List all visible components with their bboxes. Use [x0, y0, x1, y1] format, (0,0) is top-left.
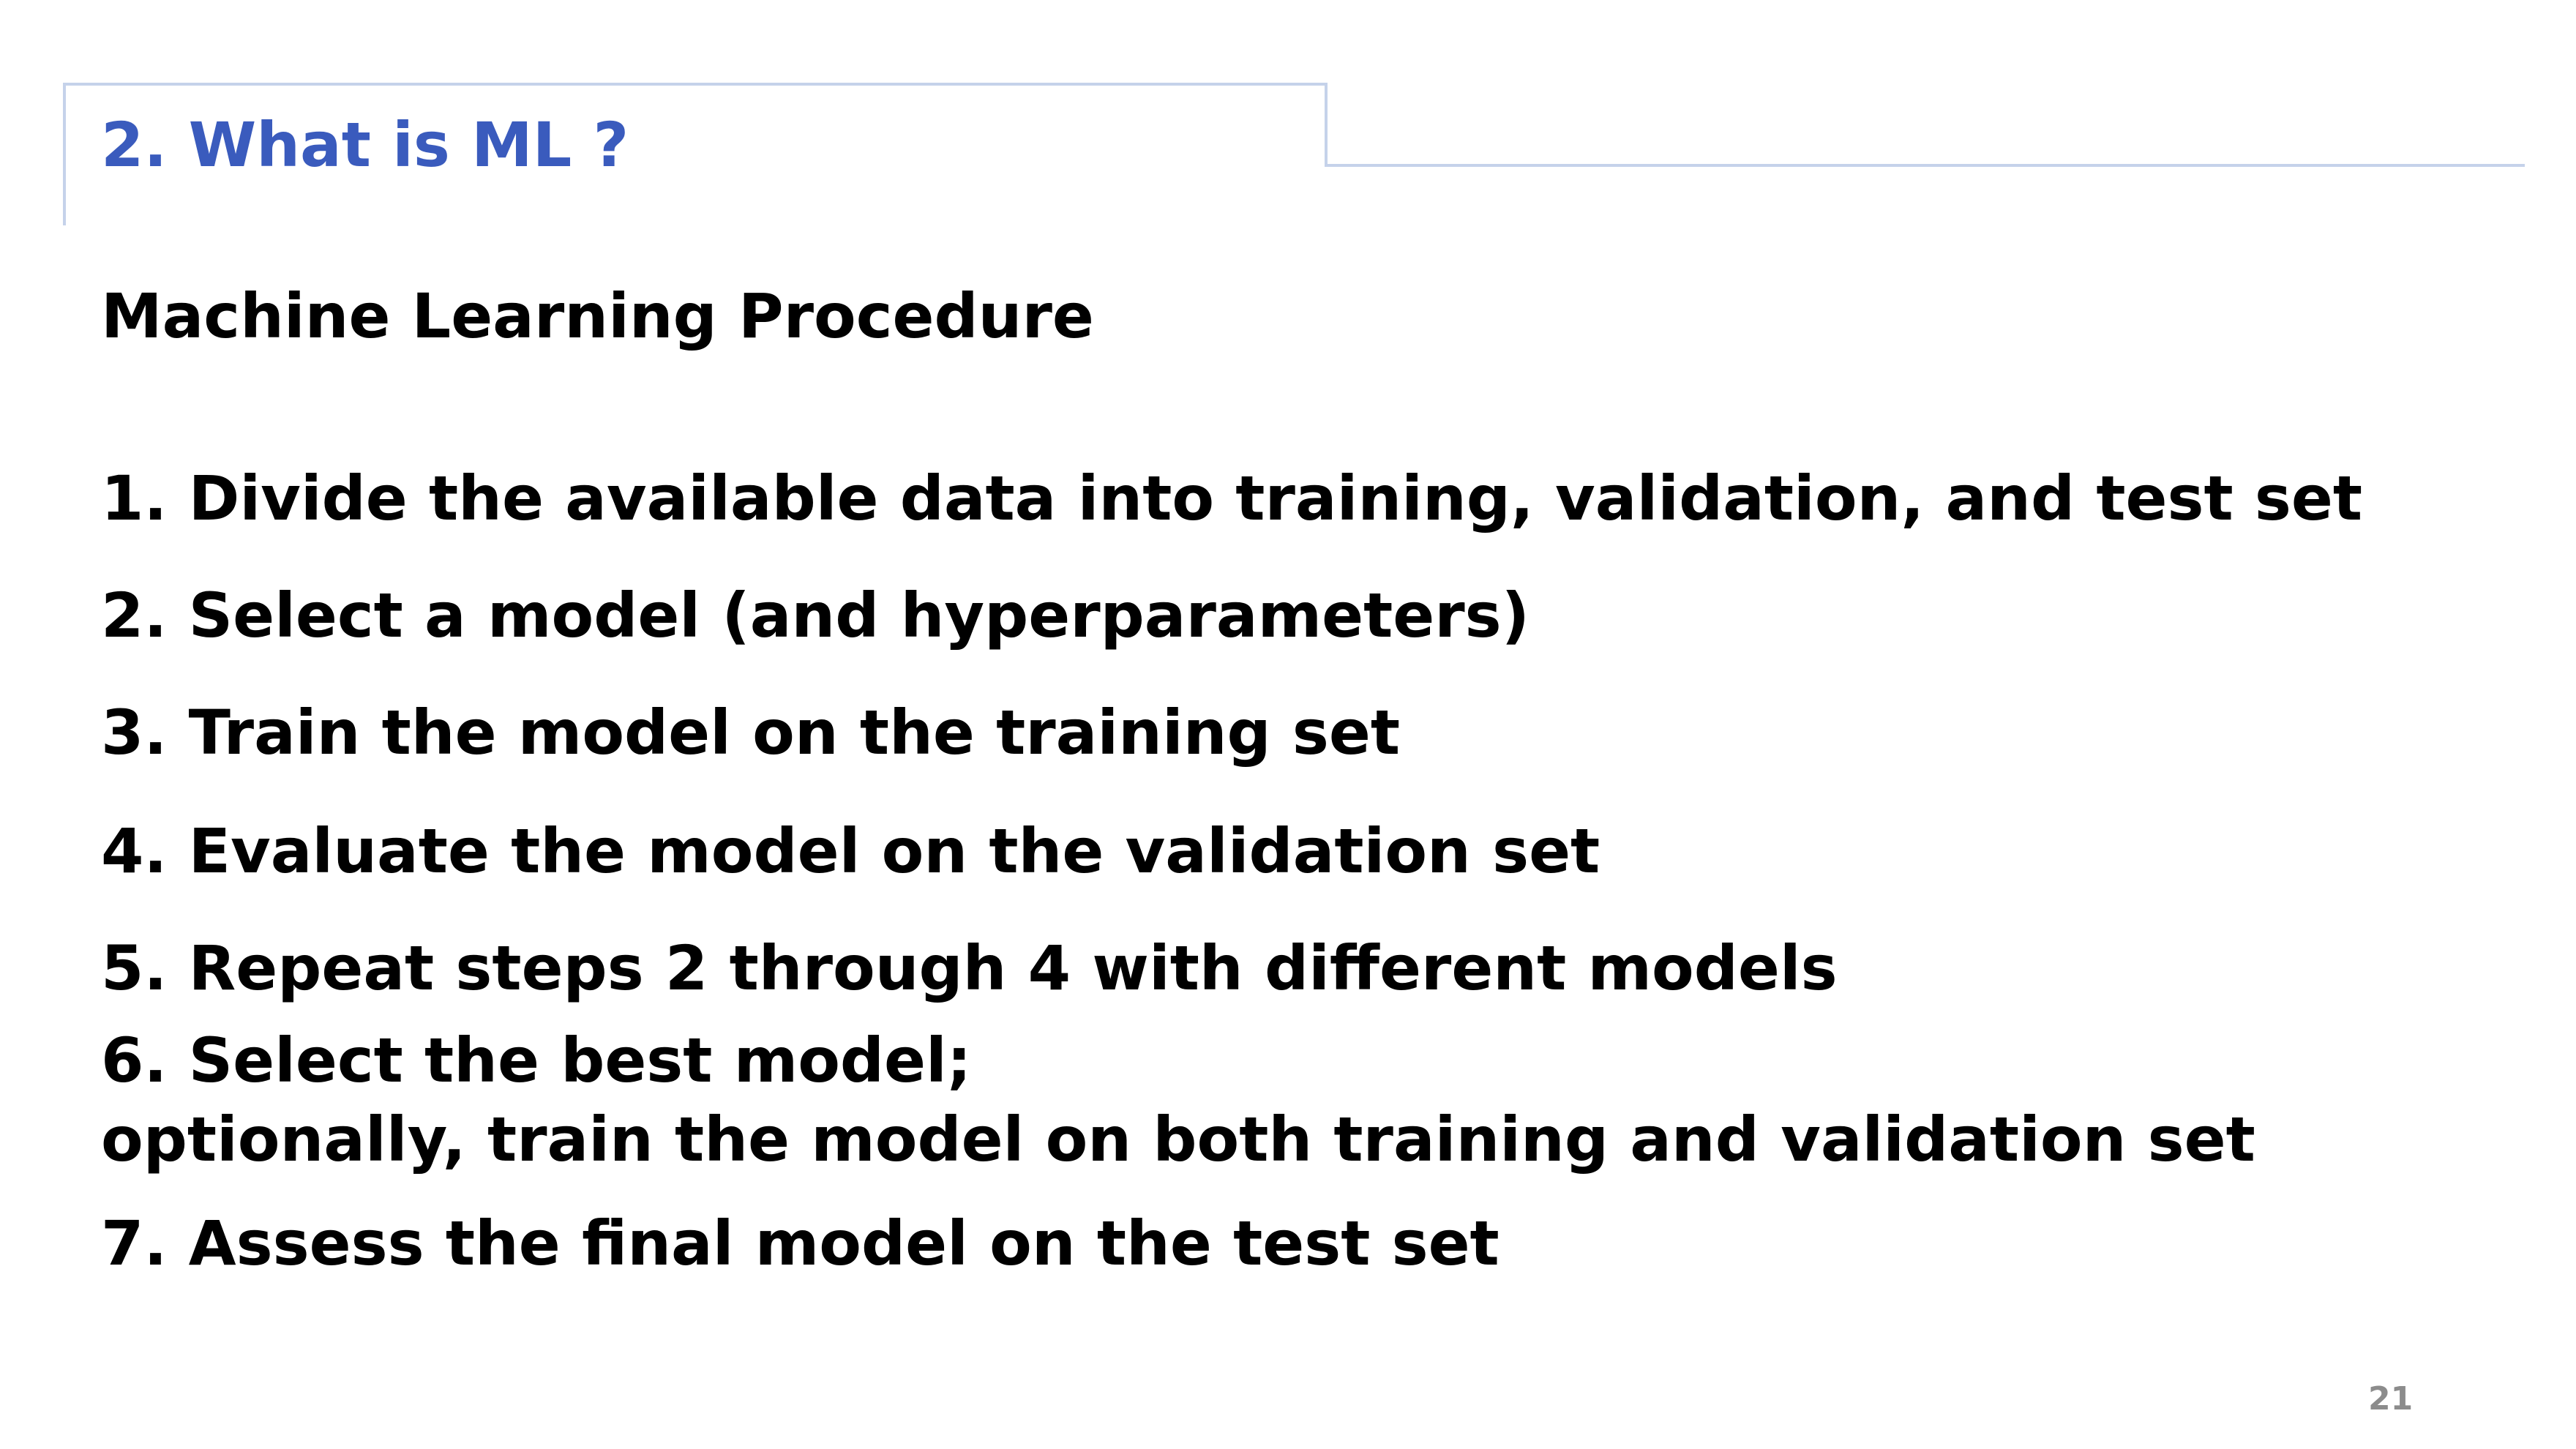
- procedure-step-3: 3. Train the model on the training set: [101, 694, 1400, 773]
- page-number: 21: [2368, 1380, 2414, 1418]
- step-text: 5. Repeat steps 2 through 4 with differe…: [101, 932, 1838, 1004]
- header-frame-right-line: [1325, 164, 2525, 167]
- procedure-step-2: 2. Select a model (and hyperparameters): [101, 577, 1530, 656]
- step-text: 6. Select the best model;: [101, 1025, 972, 1096]
- header-frame-left-line: [63, 83, 66, 225]
- step-text-continued: optionally, train the model on both trai…: [101, 1103, 2255, 1175]
- step-text: 3. Train the model on the training set: [101, 697, 1401, 768]
- procedure-step-7: 7. Assess the final model on the test se…: [101, 1205, 1499, 1284]
- header-frame-top-line: [63, 83, 1328, 86]
- step-text: 7. Assess the final model on the test se…: [101, 1208, 1499, 1279]
- step-text: 1. Divide the available data into traini…: [101, 463, 2362, 534]
- step-text: 4. Evaluate the model on the validation …: [101, 815, 1600, 887]
- procedure-step-1: 1. Divide the available data into traini…: [101, 460, 2362, 539]
- step-text: 2. Select a model (and hyperparameters): [101, 580, 1530, 651]
- section-heading: Machine Learning Procedure: [101, 280, 1094, 352]
- procedure-step-4: 4. Evaluate the model on the validation …: [101, 812, 1600, 891]
- procedure-step-6: 6. Select the best model; optionally, tr…: [101, 1022, 2255, 1179]
- procedure-step-5: 5. Repeat steps 2 through 4 with differe…: [101, 929, 1838, 1008]
- header-frame-step-line: [1325, 83, 1328, 167]
- slide-title: 2. What is ML ?: [101, 109, 629, 181]
